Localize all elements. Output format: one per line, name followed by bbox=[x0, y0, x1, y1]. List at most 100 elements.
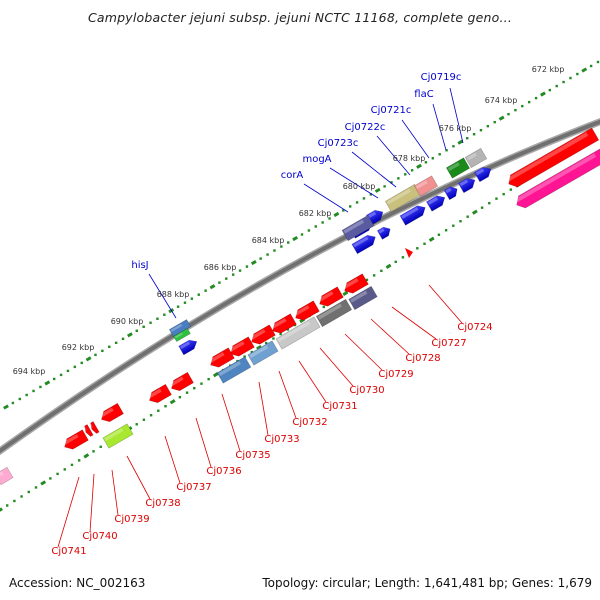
rna-gene bbox=[173, 327, 191, 343]
tick-dot bbox=[452, 145, 455, 148]
tick-dot bbox=[238, 269, 242, 272]
gene-sheen bbox=[445, 188, 452, 194]
tick-dash bbox=[374, 187, 381, 193]
outer-tick-track bbox=[3, 60, 600, 410]
leader-line bbox=[344, 333, 383, 371]
rna-gene bbox=[247, 340, 279, 366]
leader-line bbox=[298, 360, 327, 403]
leader-line bbox=[432, 103, 447, 151]
tick-dash bbox=[292, 235, 299, 242]
tick-dot bbox=[163, 313, 166, 316]
tick-dot bbox=[25, 393, 28, 397]
leader-line bbox=[391, 306, 437, 340]
tick-dash bbox=[169, 399, 176, 405]
reverse-gene-label: Cj0738 bbox=[145, 498, 180, 509]
tick-dot bbox=[121, 337, 125, 341]
tick-dot bbox=[149, 321, 152, 324]
tick-dot bbox=[279, 332, 282, 336]
gene-body bbox=[351, 234, 376, 255]
rna-gene bbox=[275, 316, 321, 350]
tick-dot bbox=[328, 217, 331, 220]
forward-gene-label: Cj0722c bbox=[345, 122, 386, 133]
gene-sheen bbox=[180, 341, 191, 349]
gene-sheen bbox=[466, 152, 477, 161]
tick-dot bbox=[502, 192, 505, 196]
tick-dot bbox=[101, 349, 104, 353]
scale-tick-label: 680 kbp bbox=[343, 182, 376, 191]
rna-gene bbox=[102, 423, 134, 449]
gene-body bbox=[168, 319, 192, 337]
leader-line bbox=[195, 417, 212, 468]
tick-dot bbox=[39, 385, 42, 389]
tick-dot bbox=[410, 169, 414, 172]
gene-body bbox=[315, 298, 353, 328]
tick-dash bbox=[0, 507, 3, 512]
tick-dash bbox=[250, 260, 257, 266]
tick-dot bbox=[589, 64, 593, 68]
reverse-gene-large bbox=[506, 127, 600, 188]
highlight-gene bbox=[0, 466, 14, 486]
tick-dot bbox=[287, 241, 290, 244]
tick-dash bbox=[3, 404, 9, 410]
tick-dash bbox=[416, 163, 422, 169]
gene-sheen bbox=[62, 434, 79, 446]
reverse-gene bbox=[147, 383, 172, 404]
scale-tick-label: 686 kbp bbox=[204, 263, 237, 272]
tick-dot bbox=[164, 405, 167, 408]
scale-tick-label: 678 kbp bbox=[393, 154, 426, 163]
tick-dot bbox=[20, 495, 23, 498]
gene-sheen bbox=[90, 423, 93, 428]
leader-line bbox=[303, 183, 349, 213]
leader-line bbox=[428, 284, 463, 324]
leader-line bbox=[376, 135, 411, 176]
tick-dot bbox=[486, 124, 490, 128]
tick-dot bbox=[466, 137, 469, 140]
reverse-gene-label: Cj0740 bbox=[82, 531, 117, 542]
reverse-gene bbox=[293, 300, 320, 321]
reverse-gene bbox=[84, 424, 94, 437]
scale-tick-label: 682 kbp bbox=[299, 209, 332, 218]
reverse-gene-label: Cj0732 bbox=[292, 417, 327, 428]
reverse-gene-label: Cj0737 bbox=[176, 482, 211, 493]
gene-sheen bbox=[104, 428, 124, 442]
tick-dot bbox=[280, 245, 283, 248]
gene-body bbox=[344, 273, 369, 294]
reverse-gene bbox=[270, 313, 297, 334]
tick-dot bbox=[562, 80, 565, 84]
forward-gene-label: Cj0723c bbox=[318, 138, 359, 149]
gene-body bbox=[319, 286, 344, 307]
reverse-gene bbox=[342, 273, 369, 294]
tick-dot bbox=[342, 209, 345, 212]
gene-body bbox=[376, 226, 391, 240]
gene-body bbox=[178, 339, 198, 356]
tick-dot bbox=[27, 490, 30, 494]
scale-tick-label: 676 kbp bbox=[439, 124, 472, 133]
tick-dot bbox=[576, 72, 579, 76]
tick-dot bbox=[250, 350, 254, 354]
tick-dash bbox=[333, 211, 340, 217]
gene-sheen bbox=[342, 278, 359, 290]
gene-body bbox=[348, 285, 378, 311]
tick-dot bbox=[18, 397, 21, 401]
leader-line bbox=[370, 318, 410, 355]
tick-dash bbox=[209, 284, 216, 290]
gene-body bbox=[457, 177, 476, 194]
highlight-gene bbox=[514, 148, 600, 209]
tick-dot bbox=[307, 229, 311, 232]
backbone-shadow bbox=[0, 118, 600, 456]
tick-dash bbox=[44, 380, 51, 386]
tick-dot bbox=[66, 369, 70, 373]
tick-dot bbox=[466, 215, 469, 218]
gene-sheen bbox=[270, 318, 287, 330]
tick-dot bbox=[521, 104, 524, 108]
forward-gene-label: hisJ bbox=[131, 260, 148, 271]
forward-gene bbox=[473, 166, 492, 183]
tick-dash bbox=[498, 115, 505, 121]
leader-line bbox=[164, 435, 181, 484]
forward-gene-label: corA bbox=[281, 170, 304, 181]
tick-dot bbox=[200, 382, 203, 385]
leader-line bbox=[258, 381, 269, 436]
tick-dot bbox=[176, 305, 180, 308]
tick-dot bbox=[178, 395, 182, 399]
